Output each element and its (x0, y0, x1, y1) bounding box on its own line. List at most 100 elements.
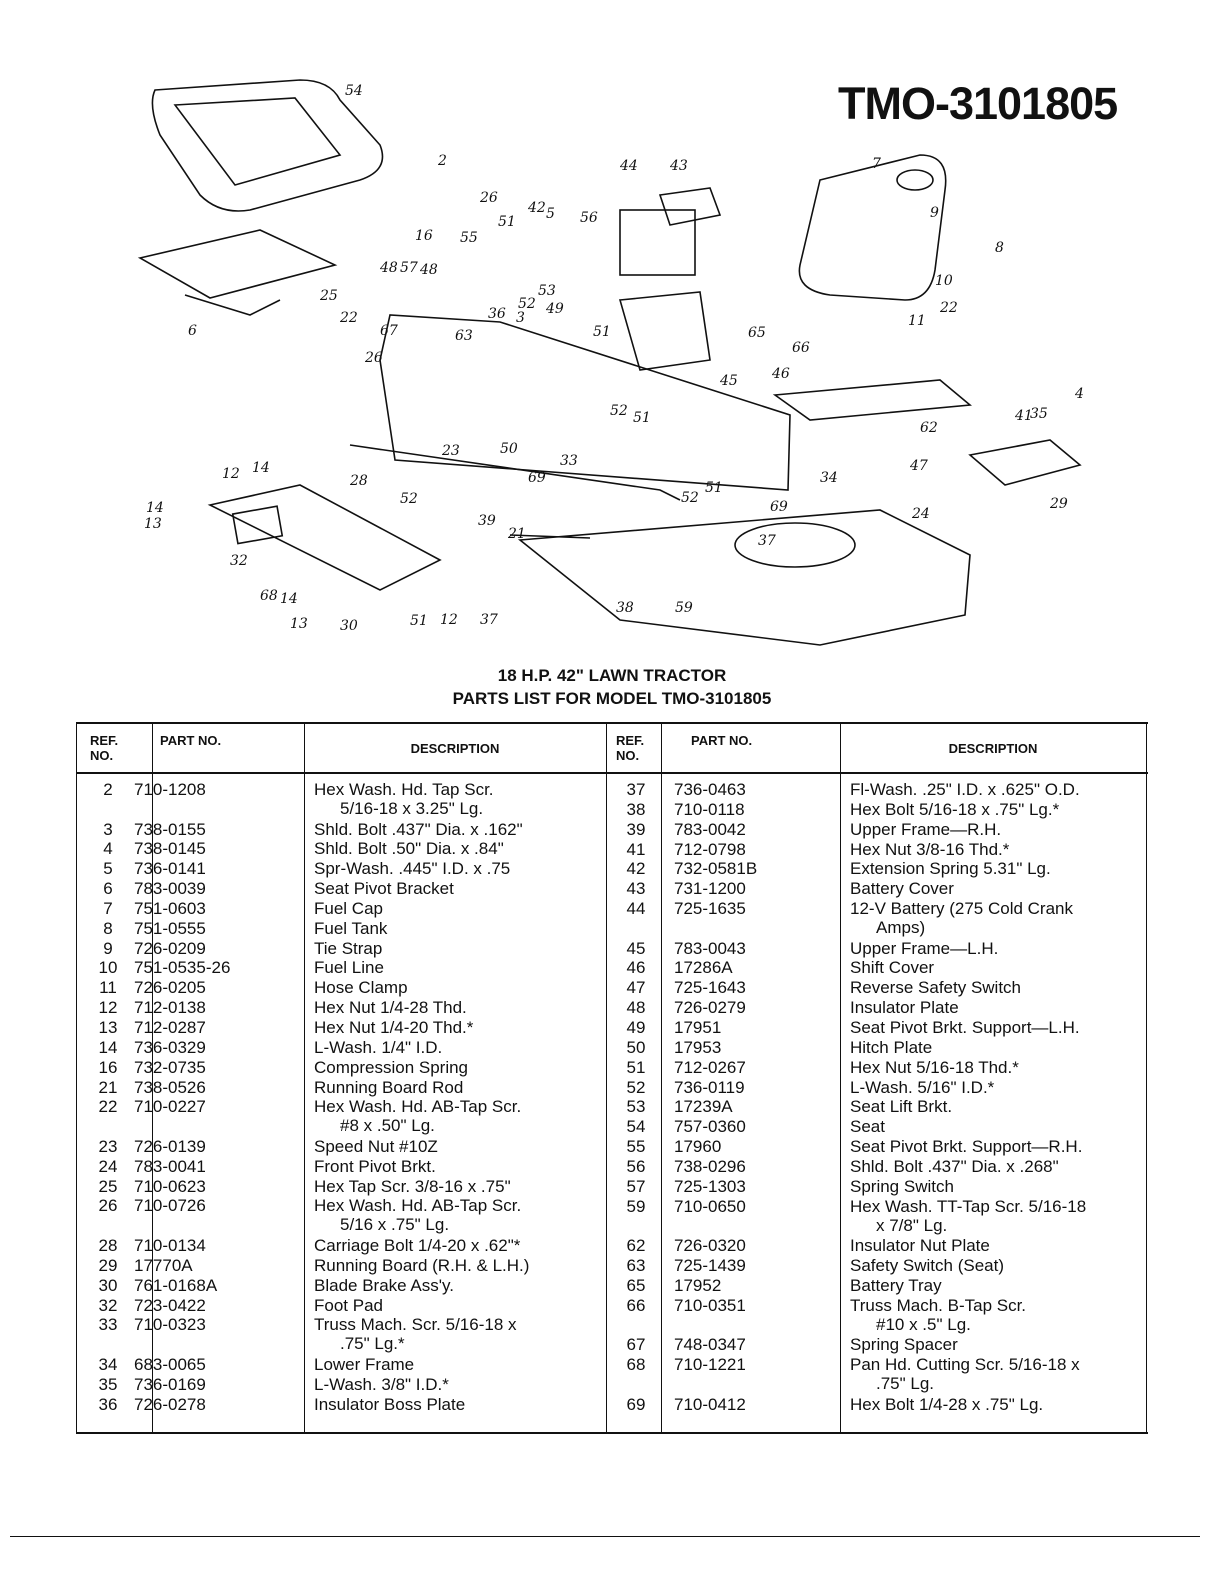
seat-shape (151, 79, 384, 212)
parts-table: REF. NO. PART NO. DESCRIPTION REF. NO. P… (76, 722, 1148, 1434)
part-number: 710-0726 (134, 1196, 206, 1216)
part-description-continuation: #8 x .50" Lg. (340, 1116, 435, 1136)
part-number: 732-0735 (134, 1057, 206, 1077)
ref-number: 16 (98, 1057, 118, 1077)
ref-number: 33 (98, 1315, 118, 1335)
part-number: 783-0042 (674, 819, 746, 839)
description-header-right: DESCRIPTION (948, 741, 1038, 756)
part-description-continuation: 5/16 x .75" Lg. (340, 1215, 450, 1235)
part-description: Carriage Bolt 1/4-20 x .62"* (314, 1235, 521, 1255)
ref-number: 21 (98, 1077, 118, 1097)
callout-label: 50 (500, 441, 518, 457)
ref-number: 57 (626, 1176, 646, 1196)
part-description: Truss Mach. Scr. 5/16-18 x.75" Lg.* (314, 1315, 517, 1354)
part-number: 736-0141 (134, 859, 206, 879)
ref-number: 63 (626, 1256, 646, 1275)
ref-number: 2 (103, 780, 113, 799)
callout-label: 3 (516, 310, 525, 326)
callout-label: 11 (908, 313, 926, 329)
part-description: Hex Tap Scr. 3/8-16 x .75" (314, 1176, 511, 1196)
part-description: Hex Wash. Hd. AB-Tap Scr.5/16 x .75" Lg. (314, 1196, 522, 1235)
part-number: 726-0139 (134, 1136, 206, 1156)
part-number: 710-0323 (134, 1315, 206, 1335)
ref-number: 35 (98, 1374, 118, 1394)
callout-label: 14 (280, 591, 298, 607)
callout-label: 22 (339, 310, 358, 326)
ref-number: 38 (626, 799, 646, 819)
part-number: 17770A (134, 1255, 193, 1275)
part-number: 17951 (674, 1018, 722, 1037)
part-description: Shift Cover (850, 958, 935, 978)
ref-number: 25 (98, 1176, 118, 1196)
callout-label: 4 (1074, 386, 1084, 402)
part-number: 726-0209 (134, 938, 206, 958)
part-number: 738-0145 (134, 839, 206, 859)
ref-number: 6 (103, 879, 113, 899)
part-description: Shld. Bolt .437" Dia. x .268" (850, 1156, 1059, 1176)
callout-label: 14 (146, 500, 164, 516)
callout-label: 55 (460, 230, 478, 246)
callout-label: 34 (820, 470, 838, 486)
page-divider (10, 1536, 1200, 1537)
part-number: 17239A (674, 1097, 733, 1117)
part-description-continuation: x 7/8" Lg. (876, 1215, 948, 1235)
ref-number: 13 (98, 1018, 118, 1037)
part-number: 726-0205 (134, 978, 206, 998)
ref-number: 54 (626, 1117, 646, 1137)
running-board-left-shape (207, 484, 442, 591)
ref-number: 44 (626, 899, 646, 919)
ref-number: 47 (626, 978, 646, 998)
part-description: Seat Pivot Brkt. Support—R.H. (850, 1137, 1083, 1157)
part-number: 710-1208 (134, 780, 206, 799)
callout-label: 9 (930, 205, 939, 221)
part-no-header-right: PART NO. (691, 733, 753, 748)
part-description: Seat Pivot Bracket (314, 879, 454, 899)
part-description: Running Board (R.H. & L.H.) (314, 1255, 530, 1275)
shift-cover-shape (772, 379, 972, 421)
callout-label: 53 (538, 283, 556, 299)
callout-label: 8 (995, 240, 1004, 256)
callout-label: 41 (1014, 408, 1033, 424)
part-number: 736-0169 (134, 1374, 206, 1394)
part-number: 751-0555 (134, 918, 206, 938)
part-description: Lower Frame (314, 1354, 415, 1374)
part-description: Hex Wash. Hd. AB-Tap Scr.#8 x .50" Lg. (314, 1097, 522, 1136)
part-number: 738-0526 (134, 1077, 206, 1097)
ref-number: 39 (626, 819, 646, 839)
part-number: 732-0581B (674, 859, 758, 879)
callout-label: 52 (681, 490, 699, 506)
ref-number: 41 (626, 839, 646, 859)
part-description: Pan Hd. Cutting Scr. 5/16-18 x.75" Lg. (850, 1355, 1080, 1394)
part-number: 761-0168A (134, 1275, 218, 1295)
part-description: Upper Frame—L.H. (850, 938, 999, 958)
part-number: 17953 (674, 1037, 722, 1057)
part-number: 710-0351 (674, 1295, 746, 1315)
callout-label: 5 (546, 206, 555, 222)
part-description: Hex Nut 5/16-18 Thd.* (850, 1057, 1019, 1077)
part-number: 736-0119 (674, 1077, 745, 1097)
part-no-header: PART NO. (160, 733, 222, 748)
ref-no-header-right: REF. NO. (616, 733, 645, 763)
ref-number: 12 (98, 998, 118, 1018)
part-description: Spring Spacer (850, 1335, 958, 1355)
callout-label: 44 (619, 158, 638, 174)
callout-label: 14 (252, 460, 270, 476)
ref-number: 29 (98, 1255, 118, 1275)
part-number: 725-1643 (674, 978, 746, 998)
callout-label: 21 (507, 526, 526, 542)
callout-label: 56 (580, 210, 598, 226)
part-description: Shld. Bolt .437" Dia. x .162" (314, 819, 523, 839)
part-description: Insulator Plate (850, 998, 959, 1018)
part-description: Hex Nut 1/4-20 Thd.* (314, 1018, 474, 1037)
part-description: Hex Nut 3/8-16 Thd.* (850, 839, 1010, 859)
part-number: 17952 (674, 1275, 722, 1295)
part-description: L-Wash. 3/8" I.D.* (314, 1374, 449, 1394)
part-description: Truss Mach. B-Tap Scr.#10 x .5" Lg. (850, 1295, 1027, 1334)
callout-label: 48 (379, 260, 398, 276)
model-title: TMO-3101805 (838, 78, 1118, 129)
callout-label: 51 (410, 613, 428, 629)
callout-label: 63 (455, 328, 473, 344)
callout-label: 59 (675, 600, 693, 616)
